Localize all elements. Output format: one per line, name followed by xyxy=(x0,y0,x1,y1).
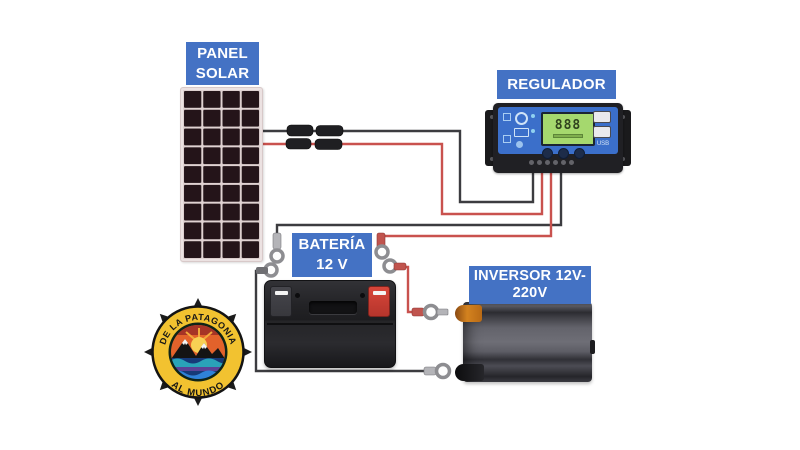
label-inversor: INVERSOR 12V- 220V xyxy=(469,266,591,304)
wave-band xyxy=(171,367,225,371)
battery-icon xyxy=(514,128,529,137)
lcd-display: 888 xyxy=(541,112,595,146)
indicator-square-icon xyxy=(503,135,511,143)
battery-case-groove xyxy=(267,323,393,325)
label-line: PANEL xyxy=(197,44,248,62)
controller-button[interactable] xyxy=(574,148,585,159)
crimp-icon xyxy=(411,307,425,317)
label-panel-solar: PANEL SOLAR xyxy=(186,42,259,85)
sun-icon xyxy=(515,112,528,125)
battery-positive-terminal xyxy=(368,286,390,317)
usb-port-icon[interactable] xyxy=(593,126,611,138)
controller-body: 888 USB xyxy=(493,103,623,173)
inverter-side-port xyxy=(590,340,595,354)
logo-scene xyxy=(171,325,225,379)
screw-hole-icon xyxy=(490,157,494,161)
label-regulador: REGULADOR xyxy=(497,70,616,99)
battery-handle-recess xyxy=(309,301,357,314)
mc4-connector-icon xyxy=(285,138,312,150)
wire-battery-positive-to-regulator xyxy=(379,173,553,249)
ring-terminal-icon xyxy=(269,248,285,264)
ring-terminal-icon xyxy=(374,244,390,260)
vent-dot-icon xyxy=(295,293,300,298)
terminal-screw-icon xyxy=(561,160,566,165)
label-line: REGULADOR xyxy=(507,75,606,93)
mc4-connector-icon xyxy=(314,138,343,150)
label-line: BATERÍA xyxy=(298,236,366,253)
vent-dot-icon xyxy=(360,293,365,298)
terminal-screw-icon xyxy=(545,160,550,165)
label-line: INVERSOR 12V- xyxy=(473,268,587,284)
controller-button[interactable] xyxy=(558,148,569,159)
wire-panel-positive xyxy=(263,142,544,216)
indicator-square-icon xyxy=(503,113,511,121)
snow-cap xyxy=(201,343,207,349)
panel-grid-cells xyxy=(183,90,260,259)
load-icon xyxy=(516,141,523,148)
terminal-screw-icon xyxy=(569,160,574,165)
crimp-icon xyxy=(272,232,282,250)
minus-mark xyxy=(275,291,288,295)
crimp-icon xyxy=(256,267,268,274)
terminal-strip xyxy=(529,160,574,165)
wire-battery-positive-to-inverter xyxy=(399,265,416,314)
charge-controller: 888 USB xyxy=(485,103,631,173)
ring-terminal-icon xyxy=(434,362,452,380)
led-icon xyxy=(531,114,535,118)
mc4-connector-icon xyxy=(286,124,314,137)
terminal-screw-icon xyxy=(529,160,534,165)
label-line: SOLAR xyxy=(195,64,250,82)
usb-ports: USB xyxy=(593,111,613,147)
wire-panel-negative xyxy=(263,129,535,204)
label-line: 12 V xyxy=(316,256,348,273)
mc4-connector-icon xyxy=(315,125,344,137)
status-icon-cluster xyxy=(503,111,539,151)
screw-hole-icon xyxy=(621,115,625,119)
solar-panel-cells xyxy=(183,90,260,259)
crimp-icon xyxy=(423,366,437,376)
crimp-icon xyxy=(436,308,449,316)
inverter-positive-terminal xyxy=(455,305,482,322)
snow-cap xyxy=(182,339,188,345)
controller-face: 888 USB xyxy=(498,107,618,159)
controller-button[interactable] xyxy=(542,148,553,159)
led-icon xyxy=(531,129,535,133)
label-bateria: BATERÍA 12 V xyxy=(292,233,372,277)
plus-mark xyxy=(373,291,386,295)
screw-hole-icon xyxy=(621,157,625,161)
battery-12v xyxy=(264,280,396,368)
label-line: 220V xyxy=(512,285,548,301)
solar-panel xyxy=(180,87,263,262)
inverter-shell xyxy=(463,302,592,382)
terminal-screw-icon xyxy=(553,160,558,165)
inverter-negative-terminal xyxy=(455,364,484,381)
terminal-screw-icon xyxy=(537,160,542,165)
patagonia-logo: DE LA PATAGONIA AL MUNDO xyxy=(144,298,252,406)
usb-port-icon[interactable] xyxy=(593,111,611,123)
power-inverter xyxy=(455,302,595,382)
mountains xyxy=(171,339,225,362)
ring-terminal-icon xyxy=(422,303,440,321)
crimp-icon xyxy=(393,262,407,271)
wire-battery-negative-to-regulator xyxy=(275,173,563,237)
wave-band xyxy=(171,358,225,367)
lcd-segment-row xyxy=(553,134,583,138)
screw-hole-icon xyxy=(490,115,494,119)
usb-label: USB xyxy=(596,141,610,147)
lcd-digits: 888 xyxy=(554,118,582,133)
battery-negative-terminal xyxy=(270,286,292,317)
